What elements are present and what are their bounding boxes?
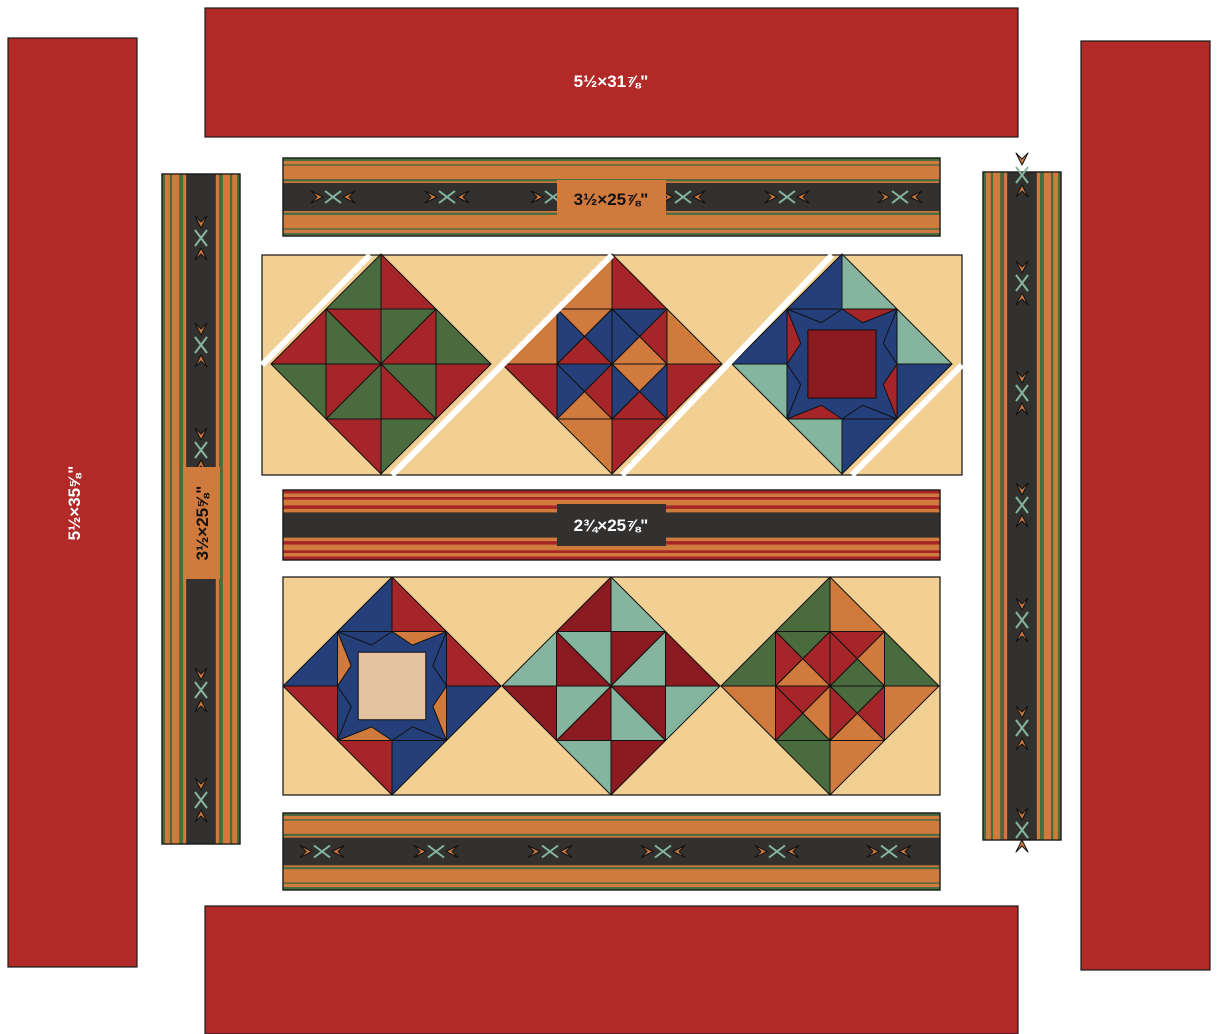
stripe xyxy=(1053,172,1058,840)
stripe xyxy=(283,819,940,821)
stripe xyxy=(283,884,940,887)
stripe xyxy=(232,174,237,844)
stripe xyxy=(283,166,940,179)
block-row-1 xyxy=(262,254,962,475)
stripe xyxy=(283,161,940,164)
stripe xyxy=(283,550,940,553)
stripe xyxy=(283,834,940,836)
stripe xyxy=(283,867,940,869)
stripe xyxy=(283,821,940,834)
mid-sash-label: 2¾×25⅞" xyxy=(574,516,649,535)
bottom-outer-border xyxy=(205,906,1018,1034)
stripe xyxy=(283,816,940,819)
stripe xyxy=(1000,172,1004,840)
stripe xyxy=(223,174,230,844)
top-border-label: 5½×31⅞" xyxy=(574,72,649,91)
arrow-up xyxy=(1016,153,1028,165)
stripe xyxy=(230,174,232,844)
stripe xyxy=(993,172,1000,840)
right-outer-border xyxy=(1081,41,1210,970)
stripe xyxy=(283,494,940,498)
star-center-square xyxy=(808,330,876,398)
star-center-square xyxy=(358,652,426,720)
stripe xyxy=(283,230,940,233)
stripe xyxy=(179,174,183,844)
arrow-down xyxy=(1016,840,1028,852)
stripe xyxy=(170,174,172,844)
stripe xyxy=(1051,172,1053,840)
stripe xyxy=(283,228,940,230)
stripe xyxy=(283,553,940,557)
stripe xyxy=(283,882,940,884)
strip-center-band xyxy=(283,838,940,866)
stripe xyxy=(991,172,993,840)
top-sash-label: 3½×25⅞" xyxy=(574,190,649,209)
block-row-2 xyxy=(283,577,940,795)
stripe xyxy=(165,174,170,844)
left-border-label: 5½×35⅝" xyxy=(65,466,84,541)
bottom-sashing-strip xyxy=(283,813,940,890)
stripe xyxy=(283,869,940,882)
stripe xyxy=(986,172,991,840)
stripe xyxy=(1044,172,1051,840)
left-sash-label: 3½×25⅝" xyxy=(193,486,212,561)
stripe xyxy=(1040,172,1044,840)
stripe xyxy=(283,164,940,166)
stripe xyxy=(283,497,940,500)
right-sashing-strip xyxy=(983,153,1061,852)
stripe xyxy=(172,174,179,844)
